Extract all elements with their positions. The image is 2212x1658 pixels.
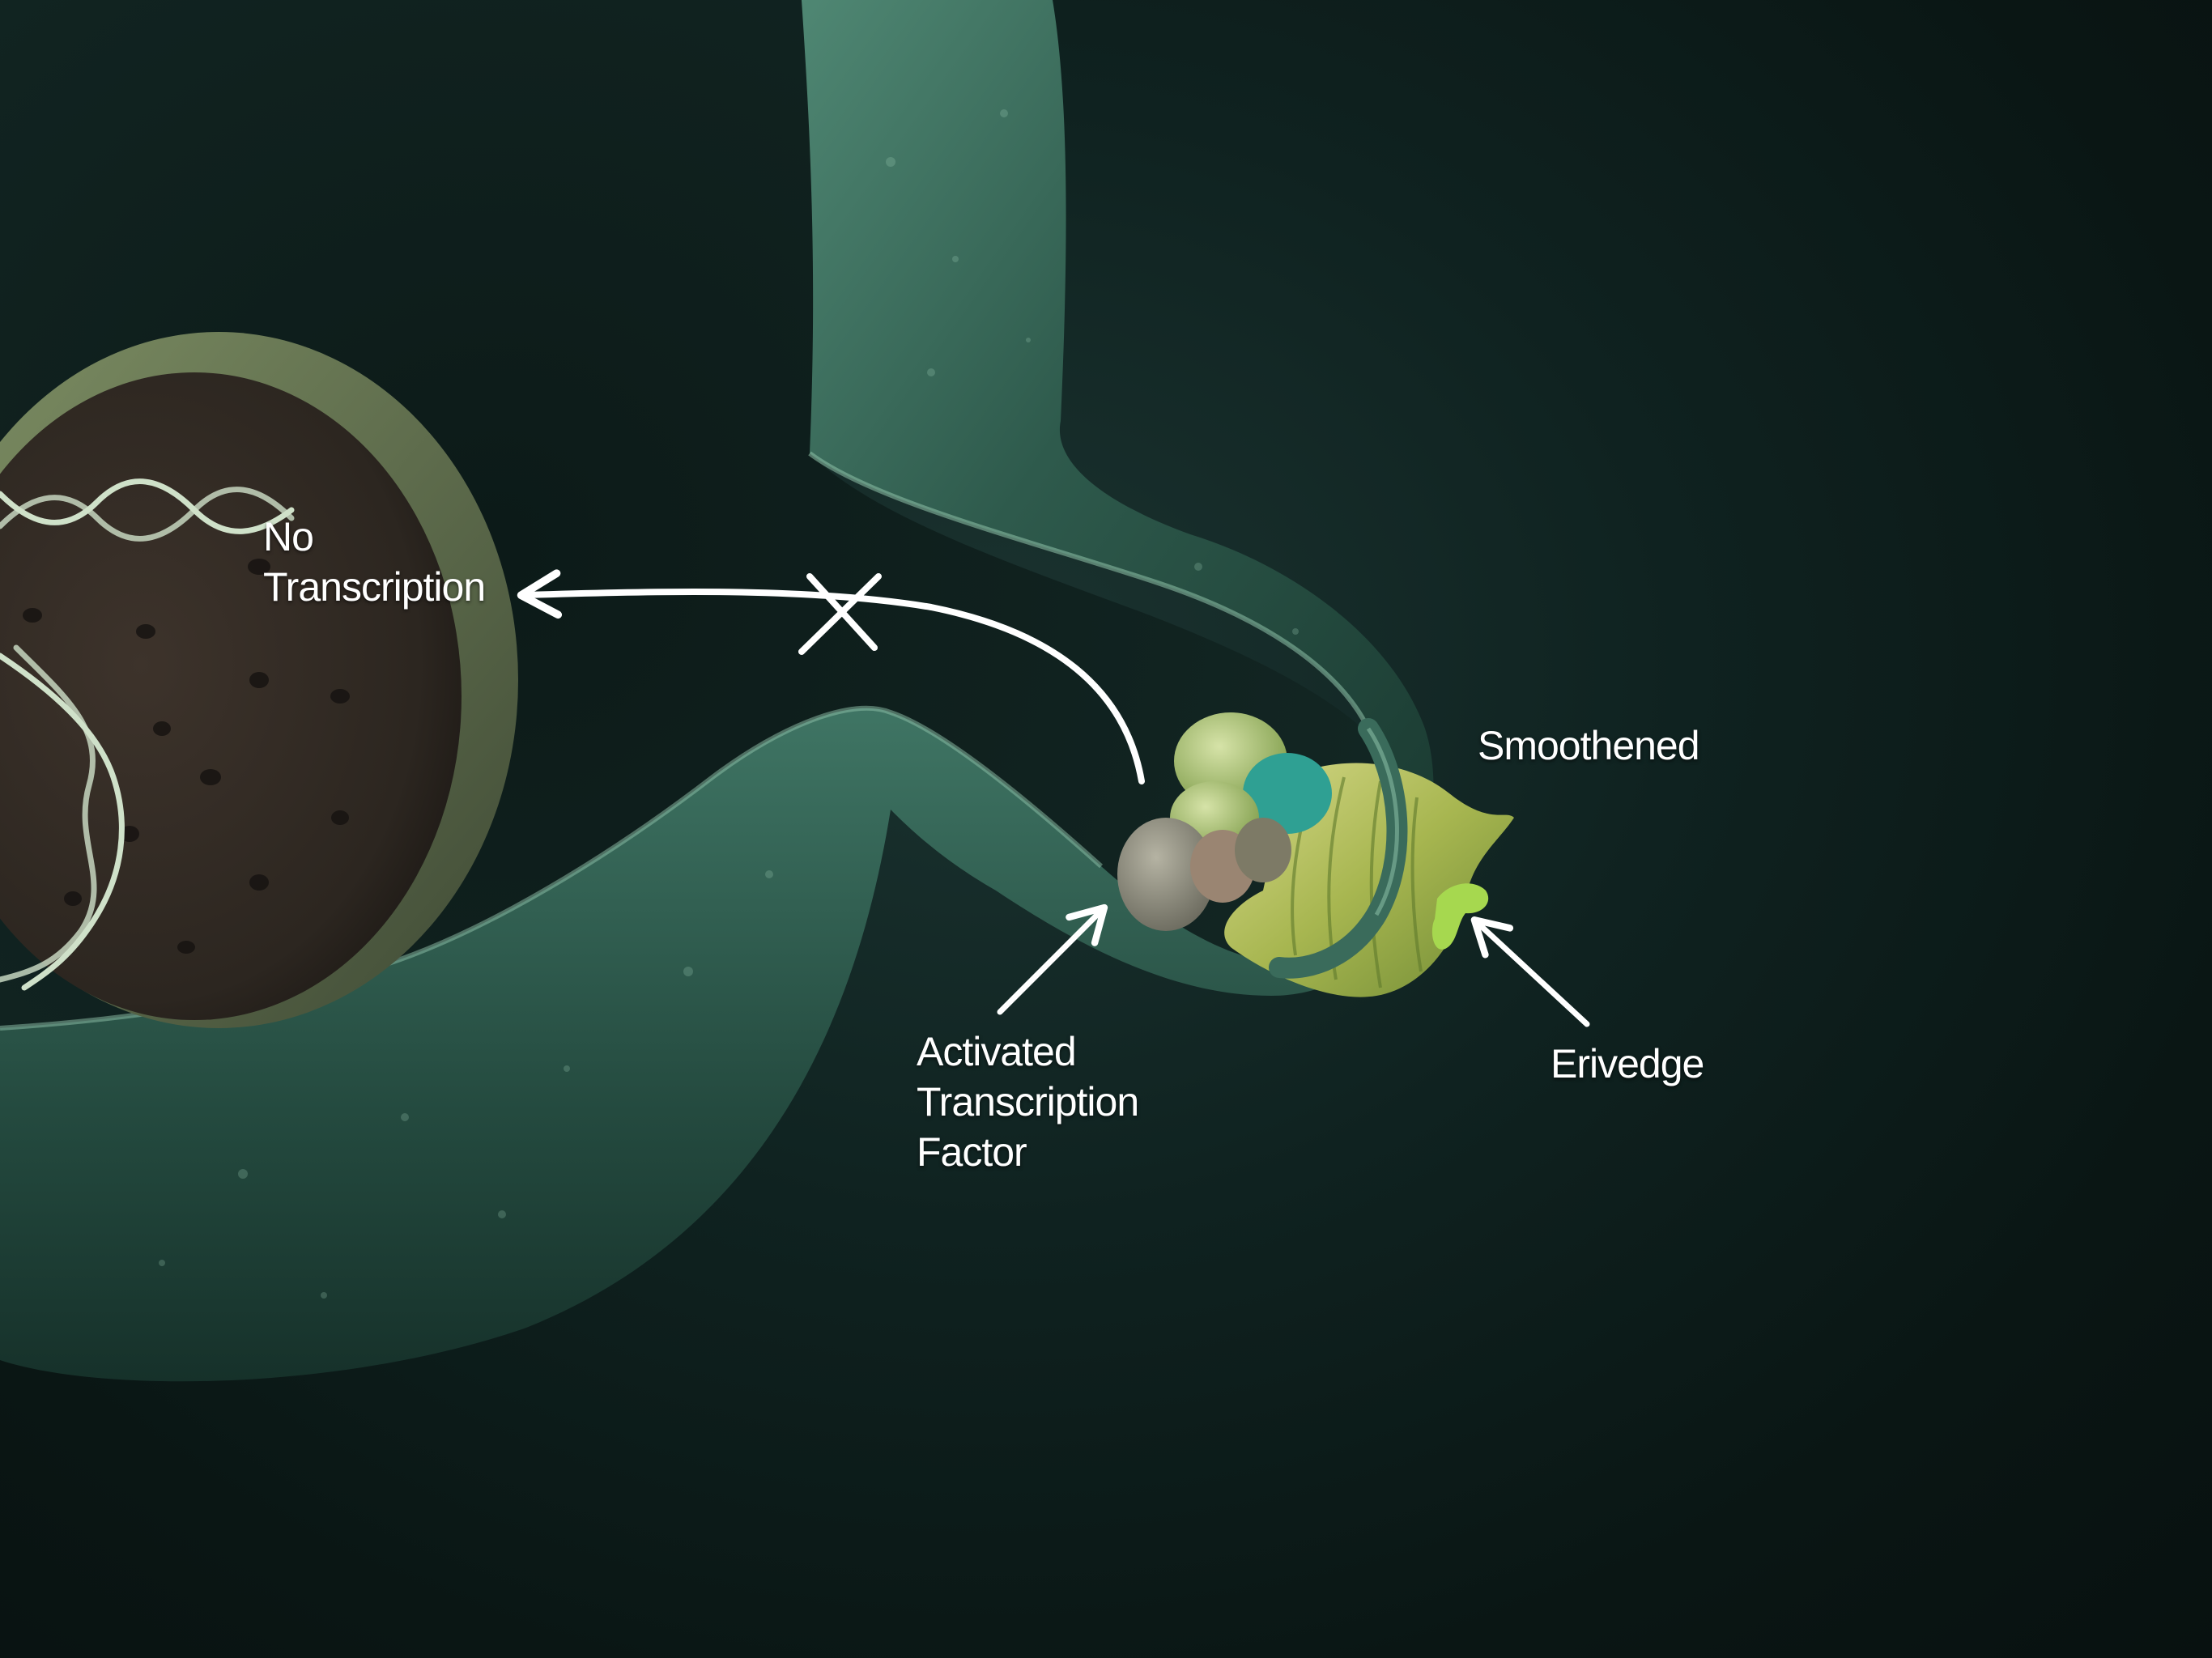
no-transcription-line-1: No <box>263 512 485 562</box>
no-transcription-line-2: Transcription <box>263 562 485 612</box>
activated-transcription-factor-label: Activated Transcription Factor <box>917 1027 1138 1177</box>
activated-line-1: Activated <box>917 1027 1138 1077</box>
smoothened-label: Smoothened <box>1478 721 1699 771</box>
transcription-factor-pointer-arrow <box>1000 911 1101 1012</box>
activated-line-2: Transcription <box>917 1077 1138 1127</box>
smoothened-text: Smoothened <box>1478 721 1699 771</box>
no-transcription-label: No Transcription <box>263 512 485 612</box>
erivedge-pointer-arrow <box>1478 923 1587 1024</box>
erivedge-label: Erivedge <box>1551 1039 1704 1089</box>
activated-line-3: Factor <box>917 1127 1138 1177</box>
erivedge-text: Erivedge <box>1551 1039 1704 1089</box>
